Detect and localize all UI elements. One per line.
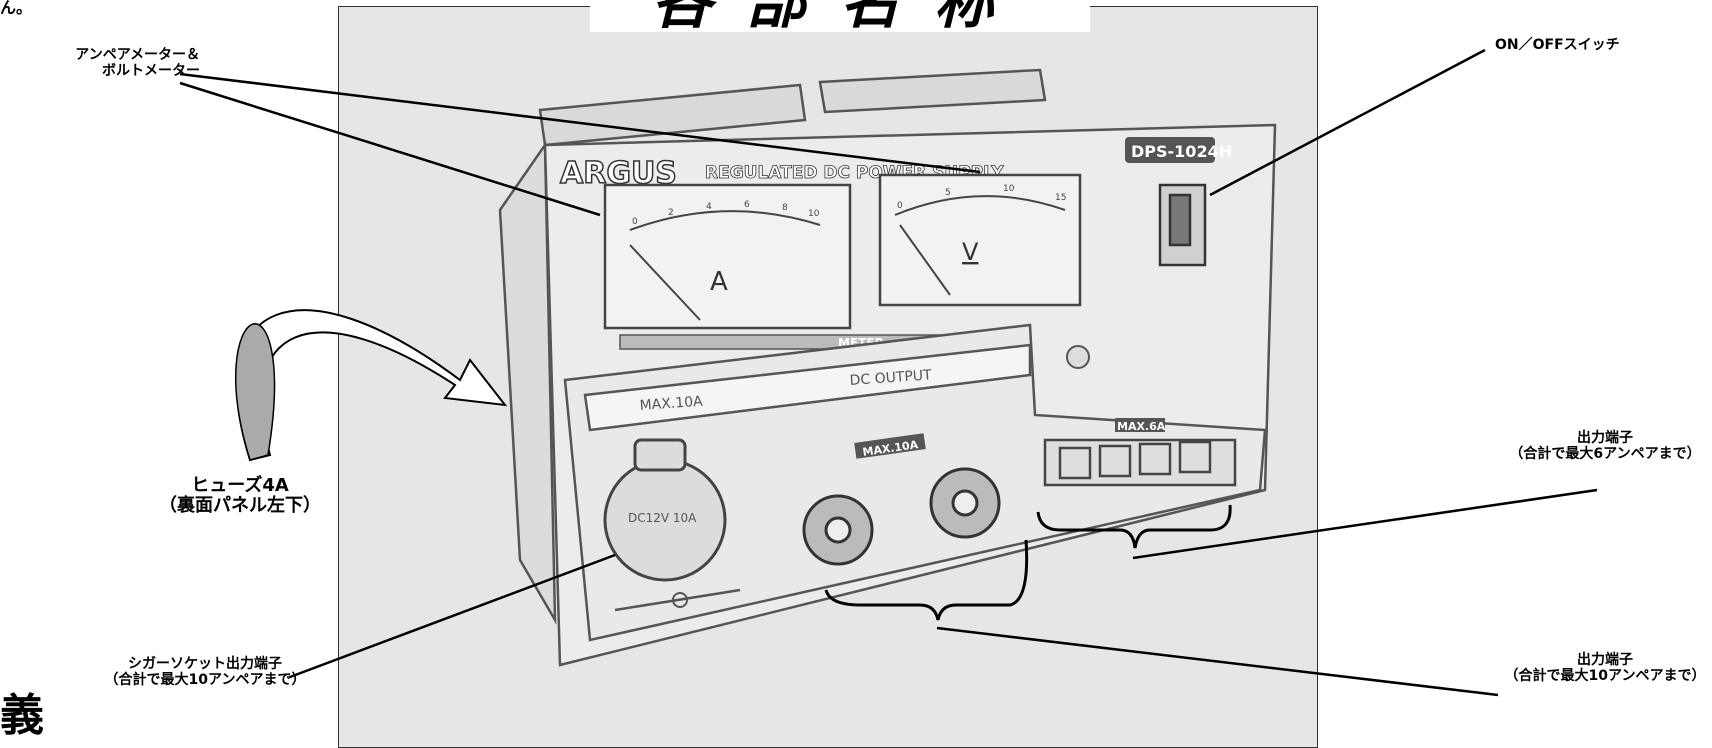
cropped-text-fragment-bottom: 義 [0, 690, 44, 741]
leader-terminal-6a [1132, 488, 1598, 560]
ammeter-tick-label: 10 [808, 209, 820, 219]
ammeter-tick-label: 0 [632, 217, 638, 227]
fuse-arrow [236, 309, 508, 462]
ammeter-tick-label: 8 [782, 203, 788, 213]
leader-cigar [289, 553, 616, 679]
brace-terminal-block [1036, 504, 1232, 549]
model-number: DPS-1024H [1131, 142, 1232, 161]
callout-switch: ON／OFFスイッチ [1495, 37, 1620, 53]
leader-meters-volt [179, 72, 981, 174]
callout-cigar-socket: シガーソケット出力端子 （合計で最大10アンペアまで） [104, 656, 306, 688]
ammeter-tick-label: 4 [706, 202, 712, 212]
voltmeter-tick-label: 5 [945, 188, 951, 198]
ammeter-tick-label: 2 [668, 208, 674, 218]
cropped-text-fragment-top: ん。 [0, 0, 33, 17]
ammeter-tick-label: 6 [744, 200, 750, 210]
voltmeter-tick-label: 15 [1055, 193, 1066, 203]
callout-meters: アンペアメーター＆ ボルトメーター [75, 47, 200, 79]
model-plate [1125, 137, 1215, 163]
ammeter-frame [603, 183, 852, 330]
terminal-block-tag: MAX.6A [1117, 420, 1166, 433]
callout-terminal-6a: 出力端子 （合計で最大6アンペアまで） [1509, 430, 1701, 462]
voltmeter-tick-label: 0 [897, 201, 903, 211]
leader-terminal-10a [936, 626, 1499, 697]
callout-terminal-10a: 出力端子 （合計で最大10アンペアまで） [1504, 652, 1706, 684]
title-band [590, 0, 1090, 32]
page-title: 各部名称 [652, 0, 1028, 37]
cigar-socket-label: DC12V 10A [628, 511, 697, 525]
output-bar-max-label: MAX.10A [639, 394, 703, 414]
ammeter-unit-label: A [710, 267, 728, 297]
voltmeter-tick-label: 10 [1003, 184, 1015, 194]
leader-meters-amp [179, 81, 601, 217]
brace-binding-posts [824, 539, 1029, 621]
leader-switch [1209, 48, 1486, 197]
output-bar-title: DC OUTPUT [849, 367, 932, 389]
voltmeter-unit-label: V [962, 238, 979, 266]
callout-fuse: ヒューズ4A （裏面パネル左下） [159, 475, 321, 517]
